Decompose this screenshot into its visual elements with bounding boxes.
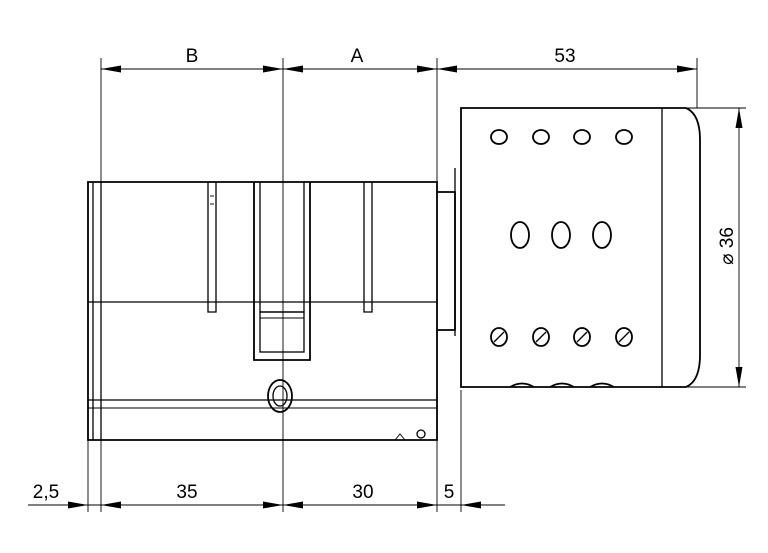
- dim-label-b-length: 35: [176, 482, 197, 503]
- knob-hole-bottom: [615, 327, 633, 347]
- knob-edge-arc: [589, 382, 615, 388]
- diameter-dimension: ⌀ 36: [717, 108, 743, 387]
- arrow: [283, 65, 303, 73]
- spindle-outline: [437, 191, 456, 331]
- arrow: [263, 65, 283, 73]
- arrow: [437, 65, 457, 73]
- knob-hole-top: [615, 129, 633, 145]
- arrow: [101, 65, 121, 73]
- dim-label-diameter: ⌀ 36: [717, 227, 738, 265]
- dim-label-knob-length: 53: [554, 46, 575, 67]
- arrow: [283, 501, 303, 509]
- arrow: [677, 65, 697, 73]
- knob-edge-arc: [509, 382, 535, 388]
- knob-hole-middle: [551, 221, 571, 249]
- arrow: [263, 501, 283, 509]
- knob-hole-middle: [510, 221, 530, 249]
- pin-slot-left: [207, 182, 217, 313]
- knob-hole-top: [490, 129, 508, 145]
- detail-notch: [394, 433, 406, 441]
- pin-slot-right: [363, 182, 373, 313]
- knob-hole-bottom: [532, 327, 550, 347]
- dim-label-gap: 5: [444, 482, 455, 503]
- detail-hole: [416, 429, 426, 439]
- knob-edge-arc: [549, 382, 575, 388]
- cam-housing: [253, 182, 311, 361]
- knob-hole-bottom: [490, 327, 508, 347]
- knob-outline: [460, 107, 701, 388]
- arrow: [417, 501, 437, 509]
- arrow: [461, 501, 481, 509]
- arrow: [735, 108, 743, 128]
- knob-hole-top: [573, 129, 591, 145]
- arrow: [417, 65, 437, 73]
- knob: [460, 107, 701, 388]
- screw-hole: [267, 379, 293, 413]
- dim-label-b: B: [186, 46, 199, 67]
- cam-lower-block: [259, 311, 305, 353]
- arrow: [101, 501, 121, 509]
- cylinder-body: [87, 181, 438, 441]
- cam-inner: [259, 182, 305, 313]
- arrow: [68, 501, 88, 509]
- screw-hole-inner: [272, 385, 288, 407]
- arrow: [735, 367, 743, 387]
- extension-lines: [87, 58, 746, 512]
- dim-label-a-length: 30: [352, 482, 373, 503]
- bottom-dimension: 2,5 35 30 5: [28, 482, 505, 509]
- spindle: [437, 168, 456, 336]
- cylinder-outline: [87, 181, 438, 441]
- knob-hole-bottom: [573, 327, 591, 347]
- dim-label-offset: 2,5: [33, 482, 59, 503]
- knob-hole-top: [532, 129, 550, 145]
- dim-label-a: A: [351, 46, 364, 67]
- knob-hole-middle: [592, 221, 612, 249]
- top-dimension: B A 53: [101, 46, 697, 73]
